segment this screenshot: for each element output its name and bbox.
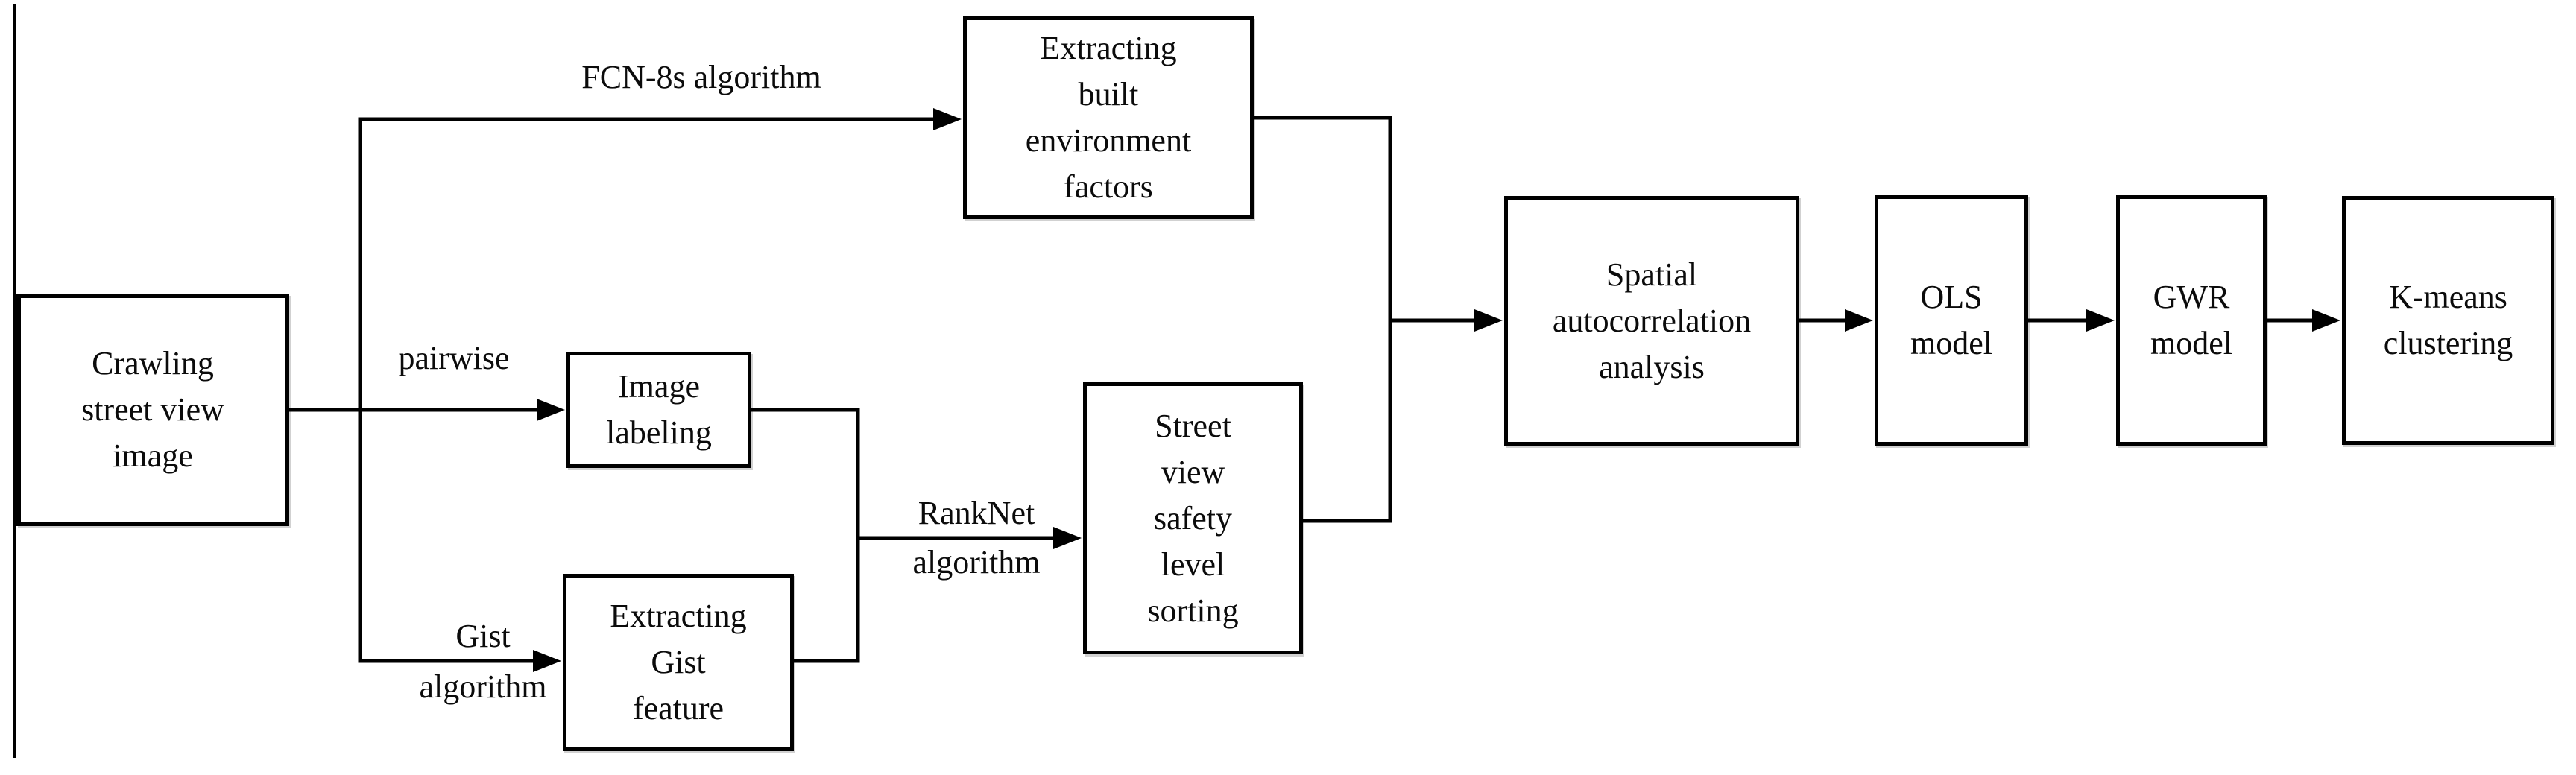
node-text-line: image [113, 437, 193, 474]
node-text-line: street view [81, 391, 224, 428]
arrowhead-to-spatial-analysis [1474, 309, 1503, 332]
edge-crawling-branches [287, 108, 962, 672]
node-text-line: labeling [606, 414, 712, 451]
node-extracting-built-environment-factors: Extracting built environment factors [963, 16, 1254, 219]
node-text-line: Extracting [1040, 30, 1177, 66]
node-text-line: model [1910, 325, 1992, 361]
arrowhead-to-built-env [933, 108, 962, 130]
node-text-line: autocorrelation [1552, 302, 1752, 339]
node-text-line: Image [618, 368, 700, 405]
node-text-line: GWR [2153, 279, 2230, 315]
node-image-labeling: Image labeling [566, 352, 751, 468]
edge-to-spatial-analysis [1251, 116, 1503, 523]
node-spatial-autocorrelation-analysis: Spatial autocorrelation analysis [1504, 196, 1799, 446]
node-text-line: view [1161, 453, 1225, 490]
node-gwr-model: GWR model [2116, 195, 2267, 446]
node-street-view-safety-level-sorting: Street view safety level sorting [1083, 382, 1303, 654]
edge-label-text: RankNet [918, 495, 1035, 531]
node-text-line: environment [1025, 122, 1192, 159]
node-text-line: level [1161, 545, 1225, 583]
node-text-line: Crawling [92, 345, 214, 382]
arrowhead-to-gist-feature [533, 650, 561, 672]
arrowhead-to-ols [1845, 309, 1873, 332]
node-kmeans-clustering: K-means clustering [2342, 196, 2554, 445]
node-text-line: model [2150, 325, 2232, 361]
node-crawling-street-view-image: Crawling street view image [16, 294, 289, 526]
edge-label-text: Gist [455, 618, 511, 654]
node-text-line: Extracting [610, 598, 747, 634]
node-ols-model: OLS model [1875, 195, 2028, 446]
edge-gwr-to-kmeans [2264, 309, 2340, 332]
edge-label-text: FCN-8s algorithm [581, 59, 821, 95]
node-text-line: K-means [2389, 279, 2507, 315]
edge-ols-to-gwr [2026, 309, 2115, 332]
node-text-line: OLS [1920, 279, 1983, 315]
edge-label-text: algorithm [912, 544, 1041, 581]
edge-label-ranknet-algorithm: RankNet algorithm [912, 489, 1040, 587]
node-text-line: clustering [2383, 325, 2513, 361]
edge-label-text: algorithm [419, 668, 547, 705]
edge-label-pairwise: pairwise [398, 335, 509, 382]
arrowhead-to-image-labeling [537, 399, 565, 421]
node-text-line: Street [1155, 407, 1231, 444]
node-text-line: safety [1153, 499, 1233, 537]
edge-label-fcn-8s-algorithm: FCN-8s algorithm [581, 54, 821, 101]
node-text-line: sorting [1147, 592, 1239, 629]
node-extracting-gist-feature: Extracting Gist feature [563, 574, 794, 751]
node-text-line: built [1078, 76, 1139, 113]
edge-label-text: pairwise [398, 340, 510, 376]
node-text-line: Spatial [1606, 256, 1698, 293]
node-text-line: analysis [1599, 348, 1705, 385]
node-text-line: factors [1064, 168, 1153, 205]
edge-label-gist-algorithm: Gist algorithm [419, 611, 546, 712]
node-text-line: feature [632, 690, 724, 727]
edge-to-safety-sorting [749, 408, 1082, 663]
edge-spatial-to-ols [1797, 309, 1873, 332]
arrowhead-to-safety-sorting [1053, 527, 1082, 549]
node-text-line: Gist [651, 644, 706, 680]
arrowhead-to-kmeans [2312, 309, 2340, 332]
arrowhead-to-gwr [2086, 309, 2115, 332]
